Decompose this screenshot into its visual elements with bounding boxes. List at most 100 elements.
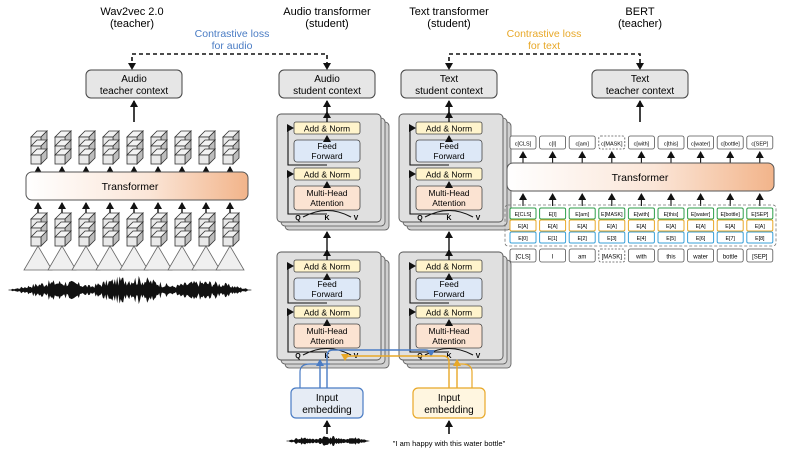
bert-embedding-label: E[A]	[696, 224, 707, 230]
bert-output-label: c[with]	[634, 142, 650, 148]
bert-output-label: c[CLS]	[515, 142, 532, 148]
svg-text:embedding: embedding	[424, 405, 473, 416]
svg-text:Add & Norm: Add & Norm	[304, 262, 350, 272]
audio-waveform	[8, 275, 252, 305]
text-contrastive-connector	[445, 53, 644, 70]
svg-text:K: K	[324, 215, 329, 222]
wav2vec-input-arrows	[34, 202, 234, 214]
bert-embedding-label: E[SEP]	[751, 212, 769, 218]
bert-embedding-label: E[1]	[548, 236, 558, 242]
bert-token-label: bottle	[723, 255, 738, 261]
bert-embedding-label: E[2]	[577, 236, 587, 242]
bert-embedding-label: E[0]	[518, 236, 528, 242]
svg-text:student context: student context	[293, 86, 361, 97]
bert-output-label: c[water]	[691, 142, 711, 148]
bert-output-label: c[MASK]	[601, 142, 623, 148]
svg-text:V: V	[354, 215, 359, 222]
svg-text:Q: Q	[295, 353, 301, 360]
svg-text:Multi-Head: Multi-Head	[428, 326, 469, 336]
bert-embedding-label: E[A]	[725, 224, 736, 230]
header-wav2vec-title: Wav2vec 2.0	[100, 6, 163, 18]
bert-embedding-label: E[I]	[549, 212, 557, 218]
header-text-transformer-role: (student)	[427, 18, 470, 30]
bert-token-label: I	[552, 255, 554, 261]
svg-text:Text: Text	[631, 74, 650, 85]
bert-output-tokens: c[CLS] c[I] c[am] c[MASK] c[with] c[this] c[wa…	[509, 135, 774, 163]
svg-text:Add & Norm: Add & Norm	[426, 124, 472, 134]
svg-text:Audio: Audio	[121, 74, 147, 85]
bert-embedding-label: E[3]	[607, 236, 617, 242]
svg-text:teacher context: teacher context	[606, 86, 675, 97]
audio-input-waveform	[286, 435, 370, 447]
svg-text:K: K	[446, 215, 451, 222]
svg-text:V: V	[476, 215, 481, 222]
bert-embedding-label: E[A]	[755, 224, 766, 230]
input-sentence: "I am happy with this water bottle"	[393, 439, 506, 448]
svg-text:Add & Norm: Add & Norm	[426, 308, 472, 318]
svg-text:Input: Input	[316, 393, 338, 404]
bert-embedding-label: E[A]	[518, 224, 529, 230]
audio-teacher-context-box: Audio teacher context	[85, 69, 183, 99]
bert-output-label: c[I]	[549, 142, 557, 148]
bert-embedding-label: E[bottle]	[720, 212, 740, 218]
bert-output-label: c[am]	[575, 142, 589, 148]
header-bert-role: (teacher)	[618, 18, 662, 30]
svg-text:embedding: embedding	[302, 405, 351, 416]
bert-token-label: am	[578, 255, 586, 261]
svg-text:Forward: Forward	[433, 289, 464, 299]
svg-text:Forward: Forward	[311, 289, 342, 299]
bert-embedding-label: E[6]	[696, 236, 706, 242]
bert-output-label: c[SEP]	[751, 142, 768, 148]
svg-text:K: K	[446, 353, 451, 360]
bert-output-label: c[this]	[664, 142, 679, 148]
svg-text:Attention: Attention	[432, 198, 466, 208]
bert-token-label: [SEP]	[752, 255, 768, 261]
bert-embedding-label: E[A]	[577, 224, 588, 230]
svg-text:Feed: Feed	[317, 141, 337, 151]
svg-text:Add & Norm: Add & Norm	[304, 124, 350, 134]
header-audio-transformer-title: Audio transformer	[283, 6, 371, 18]
svg-text:Audio: Audio	[314, 74, 340, 85]
wav2vec-transformer-box: Transformer	[25, 171, 249, 201]
svg-text:Add & Norm: Add & Norm	[426, 262, 472, 272]
bert-embedding-label: E[A]	[548, 224, 559, 230]
bert-embedding-label: E[am]	[575, 212, 589, 218]
wav2vec-cnn-encoder	[23, 245, 245, 271]
bert-embedding-label: E[A]	[666, 224, 677, 230]
bert-token-label: water	[692, 255, 708, 261]
svg-text:Text: Text	[440, 74, 459, 85]
svg-text:Add & Norm: Add & Norm	[304, 308, 350, 318]
bert-embedding-label: E[this]	[664, 212, 679, 218]
svg-text:Q: Q	[417, 215, 423, 222]
header-audio-transformer-role: (student)	[305, 18, 348, 30]
loss-audio-line1: Contrastive loss	[195, 28, 270, 40]
bert-transformer-box: Transformer	[506, 162, 775, 192]
bert-embedding-label: E[8]	[755, 236, 765, 242]
svg-text:Attention: Attention	[432, 336, 466, 346]
svg-text:Attention: Attention	[310, 336, 344, 346]
svg-text:Feed: Feed	[439, 279, 459, 289]
bert-token-label: this	[666, 255, 675, 261]
bert-input-embeddings: E[CLS]E[I]E[am]E[MASK]E[with]E[this]E[wa…	[504, 193, 777, 247]
bert-embedding-label: E[with]	[633, 212, 649, 218]
bert-token-label: with	[635, 255, 647, 261]
svg-text:Add & Norm: Add & Norm	[304, 170, 350, 180]
svg-text:Multi-Head: Multi-Head	[306, 326, 347, 336]
bert-embedding-label: E[CLS]	[515, 212, 532, 218]
svg-text:Transformer: Transformer	[612, 172, 669, 184]
svg-text:Q: Q	[295, 215, 301, 222]
text-student-context-box: Text student context	[400, 69, 498, 99]
audio-student-context-box: Audio student context	[278, 69, 376, 99]
cross-attention-connections	[299, 349, 473, 388]
bert-embedding-label: E[MASK]	[601, 212, 623, 218]
audio-input-embedding: Input embedding	[290, 387, 364, 419]
bert-output-label: c[bottle]	[721, 142, 741, 148]
svg-text:Forward: Forward	[433, 151, 464, 161]
bert-embedding-label: E[4]	[637, 236, 647, 242]
bert-embedding-label: E[A]	[636, 224, 647, 230]
